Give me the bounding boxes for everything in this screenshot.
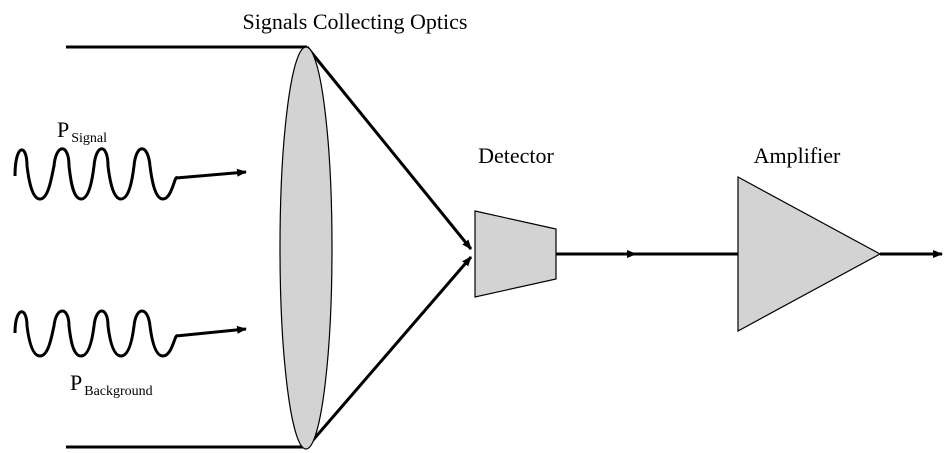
upper-converging-ray xyxy=(305,46,473,250)
amplifier-icon xyxy=(737,175,882,333)
detector-icon xyxy=(474,210,557,298)
lower-converging-ray xyxy=(305,256,473,448)
lens-icon xyxy=(279,46,333,450)
amplifier-label: Amplifier xyxy=(754,143,841,168)
signal-arrow-icon xyxy=(175,168,247,180)
detector-label: Detector xyxy=(478,143,554,168)
background-arrow-icon xyxy=(175,325,247,338)
background-wave-icon xyxy=(13,309,179,358)
diagram-title: Signals Collecting Optics xyxy=(243,9,468,34)
signal-wave-icon xyxy=(13,147,179,201)
